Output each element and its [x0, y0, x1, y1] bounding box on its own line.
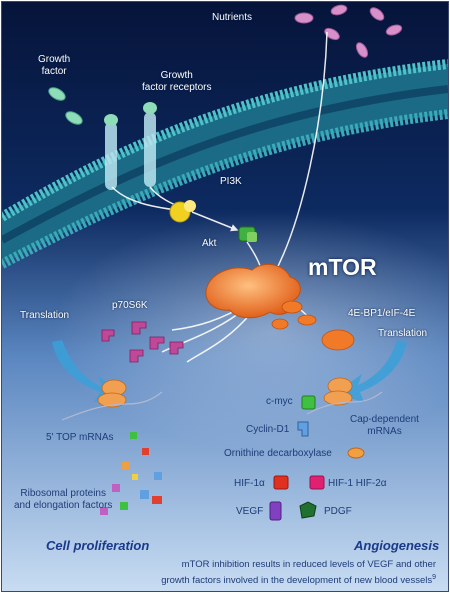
section-angiogenesis: Angiogenesis: [354, 538, 440, 553]
pi3k-protein: [169, 200, 196, 223]
label-mtor: mTOR: [308, 254, 377, 280]
label-cap-dependent-mrnas: Cap-dependent mRNAs: [350, 414, 419, 437]
label-5-top-mrnas: 5' TOP mRNAs: [46, 432, 114, 443]
hif2a-icon: [309, 475, 325, 490]
section-cell-proliferation: Cell proliferation: [46, 538, 150, 553]
label-translation-right: Translation: [378, 328, 428, 339]
ribosomes: [97, 377, 353, 408]
label-eif4e: 4E-BP1/eIF-4E: [348, 308, 416, 319]
label-cmyc: c-myc: [266, 396, 293, 407]
growth-factor-receptors: [104, 102, 157, 190]
label-ornithine-decarboxylase: Ornithine decarboxylase: [224, 448, 332, 459]
label-vegf: VEGF: [236, 506, 264, 517]
mtor-complex: [205, 263, 301, 319]
akt-protein: [238, 226, 257, 242]
nutrient-pills: [294, 4, 403, 58]
proliferation-products: [100, 432, 162, 515]
label-pdgf: PDGF: [324, 506, 352, 517]
label-hif2a: HIF-1 HIF-2α: [328, 478, 387, 489]
ornithine-decarboxylase-icon: [347, 447, 365, 459]
cell-membrane: [2, 59, 448, 269]
label-growth-factor: Growth factor: [38, 54, 71, 77]
eif4e-proteins: [271, 300, 355, 351]
vegf-icon: [269, 501, 282, 521]
footnote: mTOR inhibition results in reduced level…: [161, 559, 436, 587]
label-pi3k: PI3K: [220, 176, 242, 187]
label-cyclin-d1: Cyclin-D1: [246, 424, 290, 435]
label-ribosomal-proteins: Ribosomal proteins and elongation factor…: [14, 488, 113, 511]
label-akt: Akt: [202, 238, 217, 249]
label-hif1a: HIF-1α: [234, 478, 265, 489]
p70s6k-proteins: [101, 321, 184, 363]
pdgf-icon: [299, 501, 317, 519]
label-translation-left: Translation: [20, 310, 70, 321]
label-growth-factor-receptors: Growth factor receptors: [142, 70, 212, 93]
cmyc-icon: [301, 395, 316, 410]
growth-factor-pills: [48, 87, 83, 125]
label-p70s6k: p70S6K: [112, 300, 148, 311]
cyclin-d1-icon: [297, 421, 309, 437]
mrna-strands: [61, 391, 383, 421]
label-nutrients: Nutrients: [212, 12, 253, 23]
hif1a-icon: [273, 475, 289, 490]
